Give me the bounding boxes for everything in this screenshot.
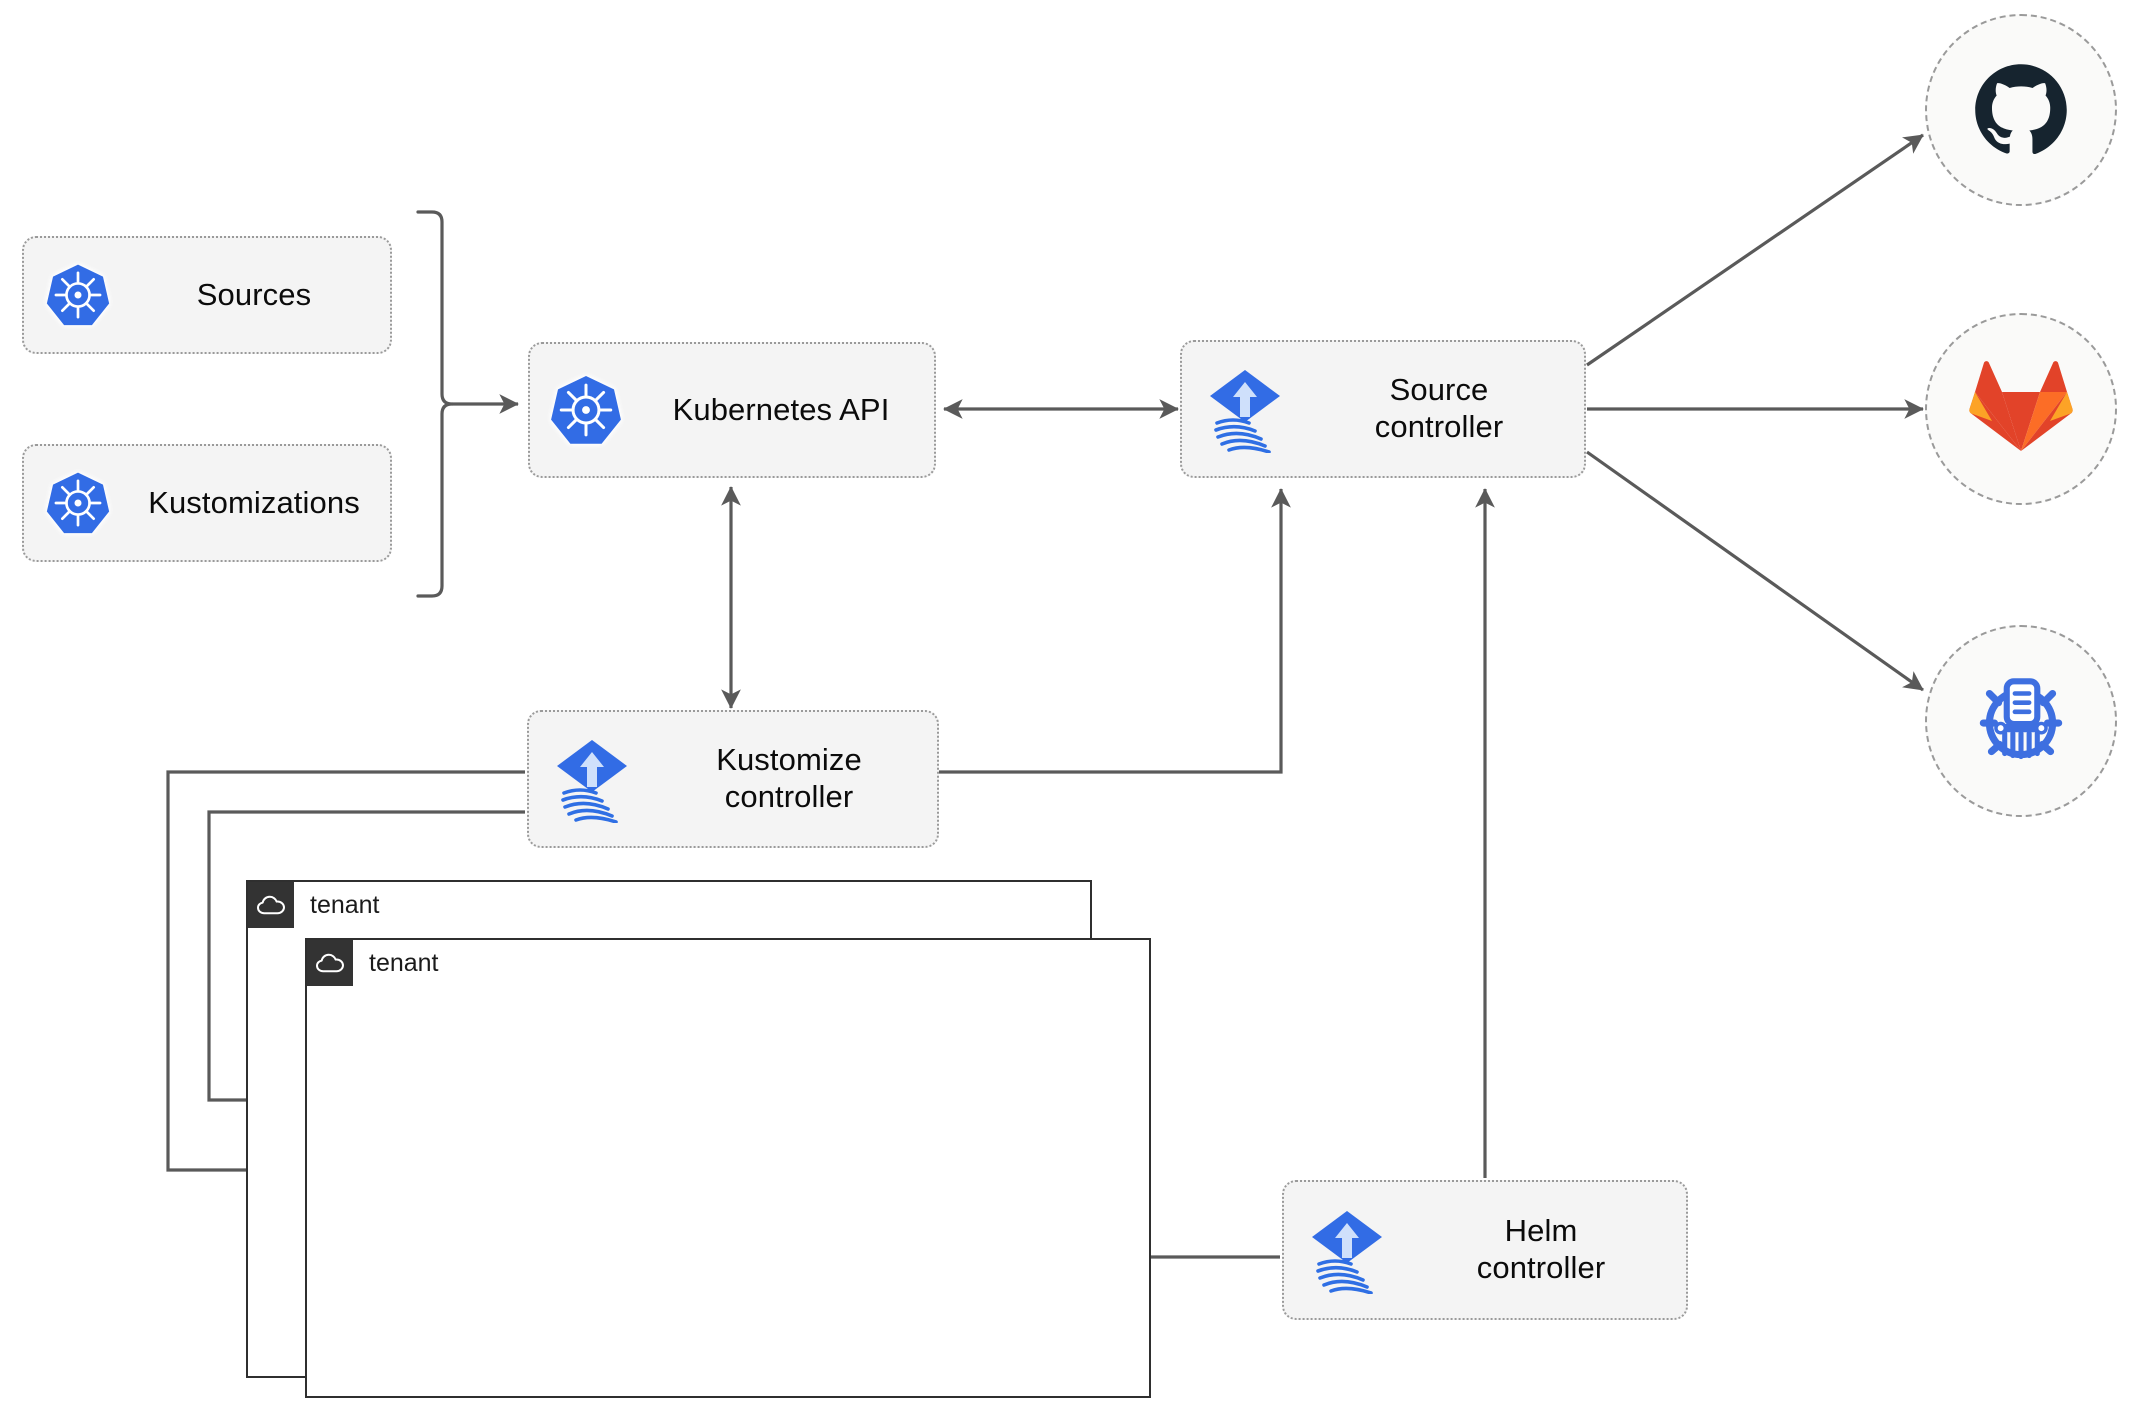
tenant-inner[interactable]: tenant bbox=[305, 938, 1151, 1398]
node-kustomizations[interactable]: Kustomizations bbox=[22, 444, 392, 562]
kubernetes-icon bbox=[24, 470, 132, 536]
node-kubernetes-api-label: Kubernetes API bbox=[672, 391, 890, 427]
flux-icon bbox=[1182, 365, 1308, 453]
kubernetes-icon bbox=[530, 373, 642, 447]
tenant-inner-label: tenant bbox=[369, 948, 439, 977]
gitlab-icon bbox=[1969, 361, 2073, 451]
cloud-icon bbox=[307, 940, 353, 986]
flux-icon bbox=[1284, 1206, 1410, 1294]
node-source-controller-label: Source controller bbox=[1374, 372, 1504, 444]
node-helm-controller[interactable]: Helm controller bbox=[1282, 1180, 1688, 1320]
github-icon bbox=[1975, 64, 2067, 154]
tenant-inner-header: tenant bbox=[307, 940, 439, 986]
tenant-outer-label: tenant bbox=[310, 890, 380, 919]
tenant-outer-header: tenant bbox=[248, 882, 380, 928]
flux-icon bbox=[529, 735, 655, 823]
cloud-icon bbox=[248, 882, 294, 928]
kubernetes-icon bbox=[24, 262, 132, 328]
node-kustomize-controller-label: Kustomize controller bbox=[716, 742, 862, 814]
node-kustomize-controller[interactable]: Kustomize controller bbox=[527, 710, 939, 848]
node-kubernetes-api[interactable]: Kubernetes API bbox=[528, 342, 936, 478]
node-kustomizations-label: Kustomizations bbox=[148, 484, 360, 520]
node-sources[interactable]: Sources bbox=[22, 236, 392, 354]
endpoint-github[interactable] bbox=[1925, 14, 2117, 206]
node-helm-controller-label: Helm controller bbox=[1476, 1213, 1606, 1285]
endpoint-helm-repository[interactable] bbox=[1925, 625, 2117, 817]
node-source-controller[interactable]: Source controller bbox=[1180, 340, 1586, 478]
node-sources-label: Sources bbox=[196, 276, 312, 312]
helm-repository-icon bbox=[1979, 678, 2063, 760]
endpoint-gitlab[interactable] bbox=[1925, 313, 2117, 505]
